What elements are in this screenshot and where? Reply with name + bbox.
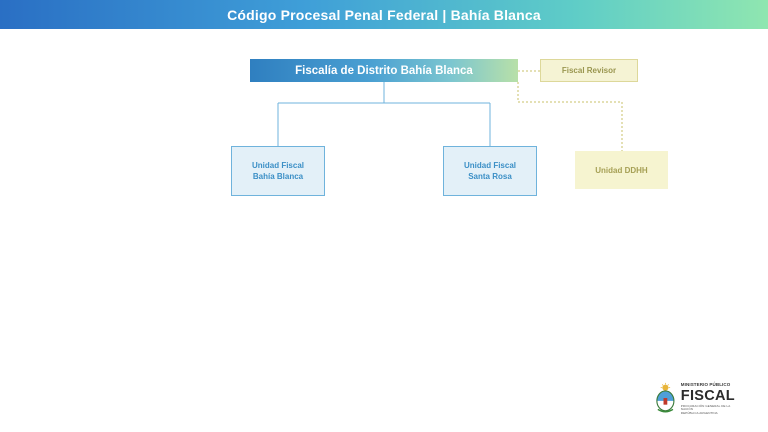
node-fiscalia-distrito-label: Fiscalía de Distrito Bahía Blanca (295, 64, 473, 77)
mpf-logo: MINISTERIO PÚBLICO FISCAL PROCURACIÓN GE… (655, 381, 740, 417)
logo-line-2: FISCAL (680, 387, 735, 404)
node-fiscal-revisor-label: Fiscal Revisor (561, 66, 617, 75)
logo-line-3: PROCURACIÓN GENERAL DE LA NACIÓN (680, 404, 731, 411)
node-unidad-bahia-blanca-line1: Unidad Fiscal (251, 161, 304, 170)
node-unidad-santa-rosa-line1: Unidad Fiscal (463, 161, 516, 170)
node-fiscal-revisor: Fiscal Revisor (540, 59, 638, 82)
logo-text: MINISTERIO PÚBLICO FISCAL PROCURACIÓN GE… (680, 382, 740, 415)
node-fiscalia-distrito: Fiscalía de Distrito Bahía Blanca (250, 59, 518, 82)
node-unidad-bahia-blanca: Unidad Fiscal Bahía Blanca (231, 146, 325, 196)
node-unidad-santa-rosa-line2: Santa Rosa (468, 172, 512, 181)
logo-line-4: REPÚBLICA ARGENTINA (680, 411, 718, 415)
node-unidad-bahia-blanca-line2: Bahía Blanca (252, 172, 304, 181)
node-unidad-ddhh: Unidad DDHH (575, 151, 668, 189)
page-title: Código Procesal Penal Federal | Bahía Bl… (227, 6, 541, 23)
node-unidad-santa-rosa: Unidad Fiscal Santa Rosa (443, 146, 537, 196)
node-unidad-ddhh-label: Unidad DDHH (595, 165, 648, 175)
argentina-coat-of-arms-icon (656, 382, 675, 413)
logo-line-1: MINISTERIO PÚBLICO (680, 382, 731, 387)
header-bar: Código Procesal Penal Federal | Bahía Bl… (0, 0, 768, 29)
